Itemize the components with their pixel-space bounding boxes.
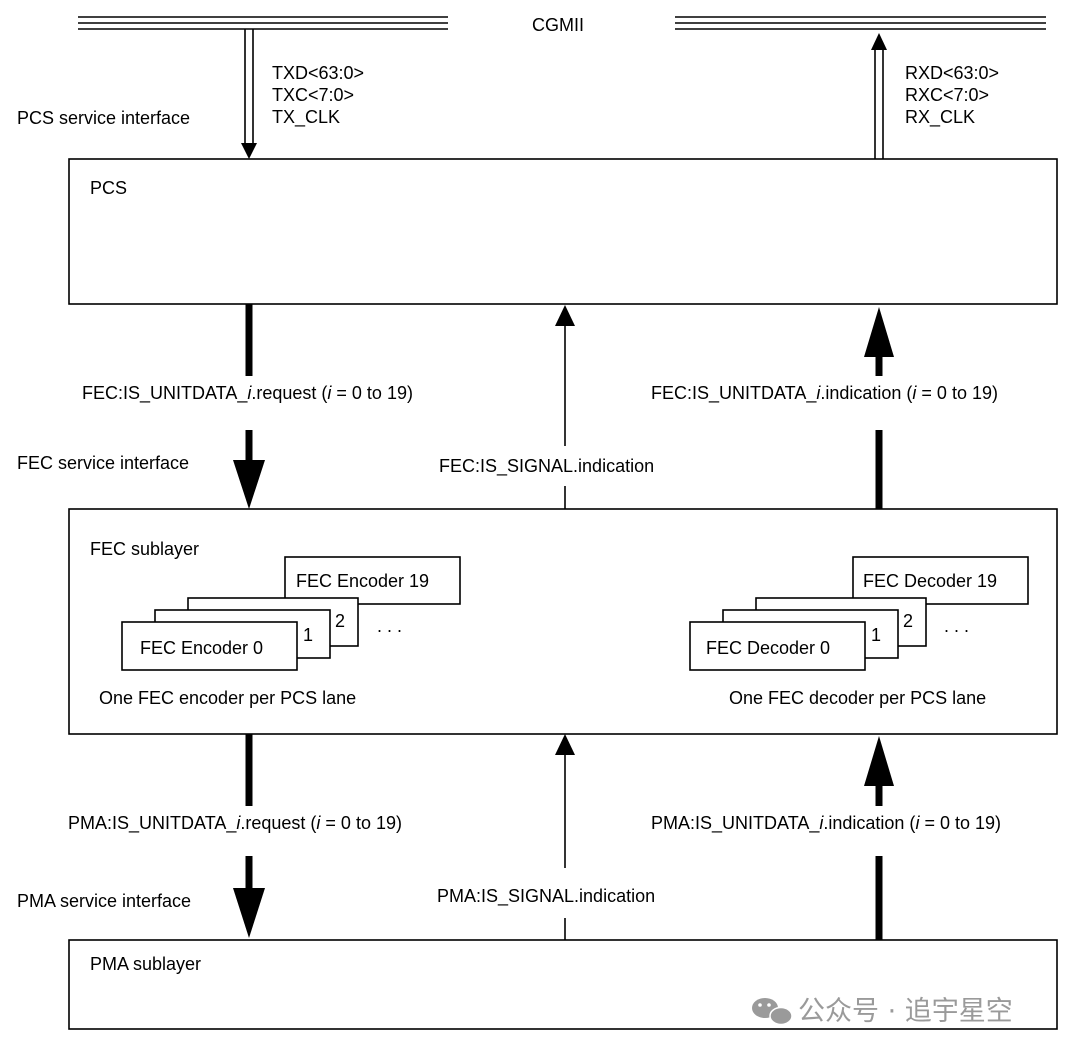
fec-encoder-0-label: FEC Encoder 0 <box>140 638 263 658</box>
fec-decoder-0-label: FEC Decoder 0 <box>706 638 830 658</box>
fec-encoder-stack: FEC Encoder 19 FEC Encoder 0 1 2 . . . <box>121 556 461 671</box>
fec-decoder-19 <box>852 556 1029 605</box>
rx-hollow-arrow <box>871 33 887 160</box>
encoder-caption: One FEC encoder per PCS lane <box>99 688 356 708</box>
tx-hollow-arrow <box>241 29 257 159</box>
pma-request-arrow <box>233 856 265 938</box>
cgmii-label: CGMII <box>532 15 584 35</box>
pma-service-interface-label: PMA service interface <box>17 891 191 911</box>
fec-sublayer-label: FEC sublayer <box>90 539 199 559</box>
pcs-label: PCS <box>90 178 127 198</box>
fec-decoder-1-number: 1 <box>871 625 881 645</box>
pma-signal-arrow <box>555 734 575 940</box>
cgmii-bus-left <box>78 16 448 30</box>
wechat-icon <box>752 998 793 1026</box>
fec-indication-label: FEC:IS_UNITDATA_i.indication (i = 0 to 1… <box>651 383 998 404</box>
fec-decoder-0 <box>689 621 866 671</box>
pma-signal-label: PMA:IS_SIGNAL.indication <box>437 886 655 907</box>
fec-signal-arrow <box>555 305 575 509</box>
fec-encoder-19-label: FEC Encoder 19 <box>296 571 429 591</box>
pcs-service-interface-label: PCS service interface <box>17 108 190 128</box>
rx-signal-rxc: RXC<7:0> <box>905 85 989 105</box>
decoder-caption: One FEC decoder per PCS lane <box>729 688 986 708</box>
fec-encoder-19 <box>284 556 461 605</box>
fec-encoder-2-number: 2 <box>335 611 345 631</box>
fec-service-interface-label: FEC service interface <box>17 453 189 473</box>
pcs-block <box>68 158 1058 305</box>
pma-indication-arrow <box>864 736 894 940</box>
fec-encoder-1-number: 1 <box>303 625 313 645</box>
watermark-text: 公众号 · 追宇星空 <box>798 996 1013 1027</box>
pma-indication-label: PMA:IS_UNITDATA_i.indication (i = 0 to 1… <box>651 813 1001 834</box>
rx-signal-rxd: RXD<63:0> <box>905 63 999 83</box>
fec-decoder-ellipsis: . . . <box>944 616 969 636</box>
pma-sublayer-block <box>68 939 1058 1030</box>
fec-encoder-ellipsis: . . . <box>377 616 402 636</box>
fec-request-label: FEC:IS_UNITDATA_i.request (i = 0 to 19) <box>82 383 413 404</box>
fec-encoder-0 <box>121 621 298 671</box>
fec-indication-arrow <box>864 307 894 509</box>
fec-decoder-2-number: 2 <box>903 611 913 631</box>
rx-signal-rxclk: RX_CLK <box>905 107 975 128</box>
fec-signal-label: FEC:IS_SIGNAL.indication <box>439 456 654 477</box>
pma-sublayer-label: PMA sublayer <box>90 954 201 974</box>
fec-decoder-19-label: FEC Decoder 19 <box>863 571 997 591</box>
tx-signal-txd: TXD<63:0> <box>272 63 364 83</box>
cgmii-bus-right <box>675 16 1046 30</box>
tx-signal-txc: TXC<7:0> <box>272 85 354 105</box>
fec-decoder-stack: FEC Decoder 19 FEC Decoder 0 1 2 . . . <box>689 556 1029 671</box>
pma-request-label: PMA:IS_UNITDATA_i.request (i = 0 to 19) <box>68 813 402 834</box>
fec-request-arrow <box>233 430 265 509</box>
tx-signal-txclk: TX_CLK <box>272 107 340 128</box>
